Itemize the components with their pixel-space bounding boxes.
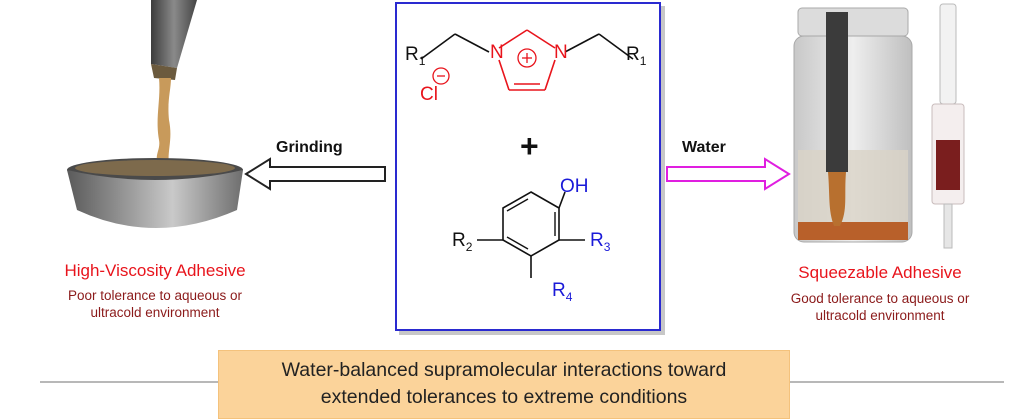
summary-line1: Water-balanced supramolecular interactio… (281, 359, 727, 381)
summary-line2: extended tolerances to extreme condition… (320, 386, 688, 408)
grinding-label: Grinding (276, 139, 343, 156)
right-caption-line1: Good tolerance to aqueous or (790, 291, 970, 306)
right-caption-line2: ultracold environment (815, 308, 945, 323)
r1-left-label: R1 (405, 44, 426, 68)
imidazolium-structure (420, 29, 634, 91)
r4-label: R4 (552, 280, 573, 304)
plus-sign: + (520, 128, 539, 164)
left-caption-line1: Poor tolerance to aqueous or (67, 288, 243, 303)
mortar-pestle-image (67, 0, 243, 228)
r3-label: R3 (590, 230, 611, 254)
chloride-label: Cl (420, 84, 438, 105)
left-arrow (244, 157, 386, 191)
phenol-structure (477, 191, 585, 278)
reactant-box (395, 2, 661, 331)
water-label: Water (682, 139, 726, 156)
n-left-label: N (490, 42, 504, 63)
left-caption-title: High-Viscosity Adhesive (64, 261, 246, 280)
oh-label: OH (560, 176, 589, 197)
right-arrow (666, 157, 791, 191)
n-right-label: N (554, 42, 568, 63)
left-caption-line2: ultracold environment (90, 305, 220, 320)
vial-syringe-image (793, 3, 965, 249)
summary-box: Water-balanced supramolecular interactio… (218, 350, 790, 419)
r2-label: R2 (452, 230, 473, 254)
right-caption-title: Squeezable Adhesive (798, 263, 962, 282)
r1-right-label: R1 (626, 44, 647, 68)
